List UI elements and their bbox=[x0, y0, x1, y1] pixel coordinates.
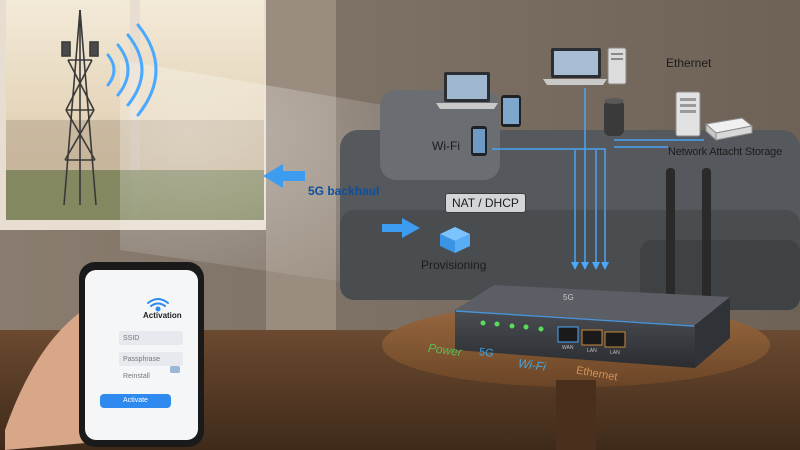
passphrase-field[interactable]: Passphrase bbox=[123, 356, 160, 363]
cell-signal-icon bbox=[106, 23, 158, 117]
phone-form-fields bbox=[119, 331, 183, 366]
smartphone-icon bbox=[471, 126, 487, 156]
laptop-icon bbox=[436, 72, 498, 109]
router-glow bbox=[455, 310, 695, 327]
router-ports bbox=[557, 326, 626, 348]
lan-led bbox=[523, 324, 529, 330]
5g-led bbox=[494, 321, 500, 327]
provisioning-label: Provisioning bbox=[421, 258, 487, 272]
router-side bbox=[695, 297, 730, 368]
wan-port bbox=[557, 326, 579, 343]
5g-led-label: 5G bbox=[478, 346, 495, 360]
phone-toggle bbox=[170, 366, 180, 373]
activate-button[interactable]: Activate bbox=[100, 394, 171, 408]
phone-wifi-icon bbox=[147, 298, 169, 312]
ssid-field[interactable]: SSID bbox=[123, 335, 140, 342]
provisioning-cube-icon bbox=[440, 227, 470, 253]
ethernet-label: Ethernet bbox=[666, 56, 712, 70]
reinstall-field[interactable]: Reinstall bbox=[123, 373, 150, 380]
server-icon bbox=[675, 91, 701, 137]
lan-port-1 bbox=[581, 329, 603, 346]
connection-arrows bbox=[571, 262, 609, 270]
router-top bbox=[455, 285, 730, 325]
tablet-icon bbox=[501, 95, 521, 127]
smart-speaker-icon bbox=[604, 98, 624, 136]
phone-activation-title: Activation bbox=[143, 311, 182, 320]
nas-label: Network Attacht Storage bbox=[668, 146, 783, 158]
backhaul-label: 5G backhaul bbox=[308, 184, 380, 198]
lan-port-2 bbox=[604, 331, 626, 348]
router-antennas bbox=[666, 168, 711, 308]
ethernet-led bbox=[538, 326, 544, 332]
backhaul-arrows bbox=[263, 164, 420, 238]
nat-dhcp-label: NAT / DHCP bbox=[445, 193, 526, 213]
router-badge: 5G bbox=[563, 293, 574, 302]
wan-port-label: WAN bbox=[562, 345, 574, 351]
side-table-leg bbox=[556, 380, 596, 450]
desktop-tower-icon bbox=[607, 47, 627, 85]
wifi-led bbox=[509, 323, 515, 329]
power-led bbox=[480, 320, 486, 326]
lan-port-1-label: LAN bbox=[587, 348, 597, 354]
connection-lines bbox=[492, 88, 704, 265]
cell-tower-icon bbox=[61, 9, 99, 206]
lan-port-2-label: LAN bbox=[610, 350, 620, 356]
nas-storage-icon bbox=[704, 117, 754, 142]
wifi-label: Wi-Fi bbox=[432, 139, 460, 153]
router-leds bbox=[480, 320, 544, 332]
desktop-laptop-icon bbox=[543, 48, 607, 85]
